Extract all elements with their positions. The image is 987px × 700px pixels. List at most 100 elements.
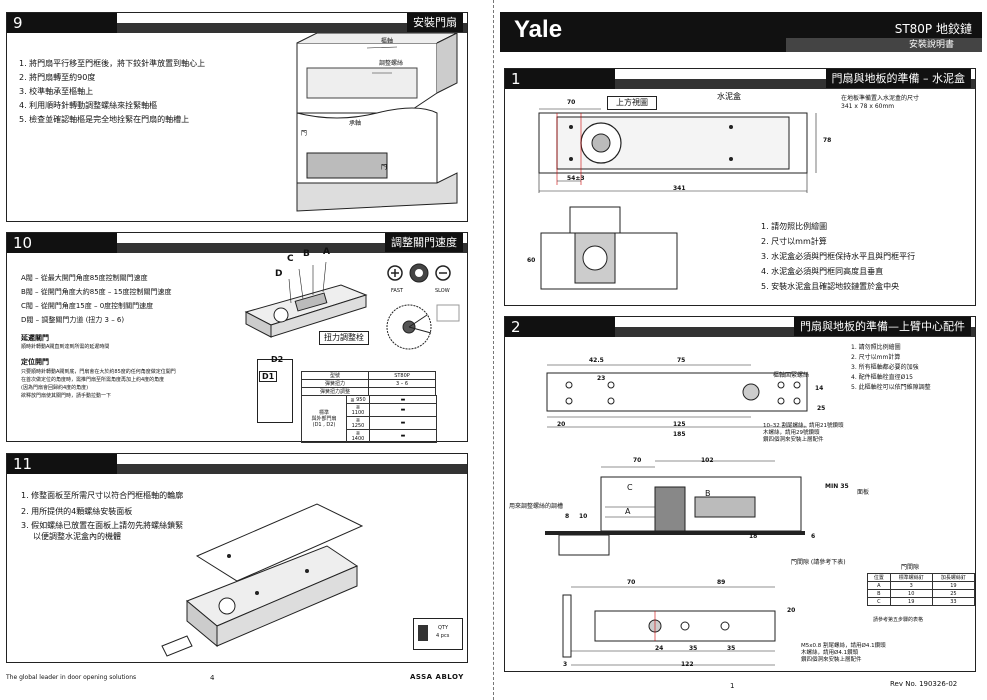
valve-letter-c: C [287, 254, 294, 264]
door-gap-label: 門間隙 (請參考下表) [791, 559, 846, 566]
d1-label: D1 [259, 371, 278, 382]
cement-box-side-view [540, 206, 678, 290]
dim-8: 8 [565, 513, 570, 520]
dim-min-35: MIN 35 [825, 483, 849, 490]
m5-screw-note: M5x0.8 割尾螺絲，請用Ø4.1鑽頭 木螺絲，請用Ø4.1鑽頭 鑽四個洞來安… [801, 643, 886, 663]
dim-75: 75 [677, 357, 686, 364]
section-11-header: 11 [7, 454, 467, 474]
fast-label: FAST [391, 288, 404, 294]
section-title: 安裝門扇 [407, 13, 463, 32]
dim-35-b: 35 [727, 645, 736, 652]
label-bearing: 承軸 [349, 120, 362, 127]
torque-adjust-label: 扭力調整栓 [319, 331, 369, 345]
step-3b: 以便調整水泥盒內的機體 [33, 532, 121, 541]
hold-open-title: 定位開門 [21, 358, 49, 366]
valve-d-text: D閥 – 調整關門力道 (扭力 3 – 6) [21, 316, 125, 324]
section-1: 1 門扇與地板的準備 – 水泥盒 上方視圖 水泥盒 在地板準備置入水泥盒的尺寸 … [504, 68, 976, 306]
valve-a-text: A閥 – 從最大開門角度85度控制關門速度 [21, 274, 148, 282]
door-width-table: 標準 與外部門扇 (D1 , D2)≦ 950▬ ≦ 1100▬ ≦ 1250▬… [301, 395, 437, 443]
section-9-header: 9 安裝門扇 [7, 13, 467, 33]
label-b: B [705, 489, 711, 498]
dim-23: 23 [597, 375, 606, 382]
screw-icon [418, 625, 428, 641]
step-3: 3. 水泥盒必須與門框保持水平且與門框平行 [761, 252, 916, 261]
dim-24: 24 [655, 645, 664, 652]
qty-label: QTY [438, 625, 449, 631]
dim-89: 89 [717, 579, 726, 586]
dim-10: 10 [579, 513, 588, 520]
section-11: 11 1. 修整面板至所需尺寸以符合門框樞軸的輪廓 2. 用所提供的4顆螺絲安裝… [6, 453, 468, 663]
section-number: 2 [505, 317, 615, 337]
cement-box-label: 水泥盒 [717, 92, 741, 101]
door-install-illustration [296, 33, 458, 212]
cement-box-note: 在地板準備置入水泥盒的尺寸 341 x 78 x 60mm [841, 95, 920, 110]
label-door-1: 門 [301, 130, 308, 137]
pivot-cross-section [545, 460, 805, 556]
title-banner: Yale ST80P 地鉸鏈 安裝說明書 [500, 12, 982, 52]
hold-open-text: 只要順時針轉動A閥到底，門扇會在大於約85度的任何角度做定位開門 在首次做定位的… [21, 369, 176, 399]
section-1-header: 1 門扇與地板的準備 – 水泥盒 [505, 69, 975, 89]
valve-b-text: B閥 – 從開門角度大約85度 – 15度控制關門速度 [21, 288, 172, 296]
cover-plate-label: 面板 [857, 489, 870, 496]
step-4: 4. 利用順時針轉動調整螺絲來拴緊軸樞 [19, 101, 158, 110]
speed-dial-icon [387, 263, 451, 283]
section-title: 門扇與地板的準備—上臂中心配件 [794, 317, 971, 336]
slow-label: SLOW [435, 288, 450, 294]
label-adjust-screw: 調整螺絲 [379, 60, 404, 67]
step-list: 1. 請勿照比例繪圖 2. 尺寸以mm計算 3. 所有樞軸都必要的加強 4. 配… [851, 344, 931, 391]
label-door-2: 門 [381, 164, 388, 171]
step-4: 4. 水泥盒必須與門框同高度且垂直 [761, 267, 884, 276]
dim-25: 25 [817, 405, 826, 412]
dim-341: 341 [673, 185, 686, 192]
valve-letter-b: B [303, 249, 310, 259]
section-2-header: 2 門扇與地板的準備—上臂中心配件 [505, 317, 975, 337]
dim-70: 70 [567, 99, 576, 106]
dim-18: 18 [749, 533, 758, 540]
valve-letter-a: A [323, 247, 330, 257]
dim-102: 102 [701, 457, 714, 464]
section-10: 10 調整關門速度 A閥 – 從最大開門角度85度控制關門速度 B閥 – 從開門… [6, 232, 468, 443]
page-number-left: 4 [210, 674, 215, 682]
section-2: 2 門扇與地板的準備—上臂中心配件 1. 請勿照比例繪圖 2. 尺寸以mm計算 … [504, 316, 976, 672]
valve-c-text: C閥 – 從開門角度15度 – 0度控制關門速度 [21, 302, 154, 310]
step-list: 1. 請勿照比例繪圖 2. 尺寸以mm計算 3. 水泥盒必須與門框保持水平且與門… [761, 219, 915, 294]
d2-label: D2 [271, 355, 284, 364]
delay-title: 延遲關門 [21, 334, 49, 342]
step-list: 1. 修整面板至所需尺寸以符合門框樞軸的輪廓 2. 用所提供的4顆螺絲安裝面板 … [21, 488, 183, 542]
dim-14: 14 [815, 385, 824, 392]
step-1: 1. 請勿照比例繪圖 [761, 222, 828, 231]
step-1: 1. 修整面板至所需尺寸以符合門框樞軸的輪廓 [21, 491, 184, 500]
section-title: 調整關門速度 [385, 233, 463, 252]
pivot-screw-label: 樞軸固緊螺絲 [773, 372, 810, 379]
dim-125: 125 [673, 421, 686, 428]
dim-60: 60 [527, 257, 536, 264]
bottom-bracket-drawing [562, 586, 776, 666]
section-number: 1 [505, 69, 615, 89]
section-number: 10 [7, 233, 117, 253]
dim-20-b: 20 [787, 607, 796, 614]
dim-185: 185 [673, 431, 686, 438]
valve-list: A閥 – 從最大開門角度85度控制關門速度 B閥 – 從開門角度大約85度 – … [21, 271, 172, 327]
step-2: 2. 將門扇轉至約90度 [19, 73, 96, 82]
step-5: 5. 安裝水泥盒且確認地鉸鏈置於盒中央 [761, 282, 900, 291]
dim-35-a: 35 [689, 645, 698, 652]
step-5: 5. 檢查並確認軸樞是完全地拴緊在門扇的軸槽上 [19, 115, 190, 124]
angle-diagram [386, 304, 460, 350]
step-3: 3. 假如螺絲已放置在面板上請勿先將螺絲鎖緊 [21, 521, 184, 530]
section-number: 9 [7, 13, 117, 33]
section-number: 11 [7, 454, 117, 474]
step-3: 3. 校準軸承至樞軸上 [19, 87, 94, 96]
page-divider [493, 0, 494, 700]
yale-logo: Yale [514, 16, 563, 43]
adjust-slot-label: 用來調整螺絲的調槽 [509, 503, 564, 510]
page-number-right: 1 [730, 682, 735, 690]
gap-table-title: 門間隙 [901, 564, 920, 571]
dim-78: 78 [823, 137, 832, 144]
label-pivot: 樞軸 [381, 38, 394, 45]
section-title: 門扇與地板的準備 – 水泥盒 [825, 69, 971, 88]
